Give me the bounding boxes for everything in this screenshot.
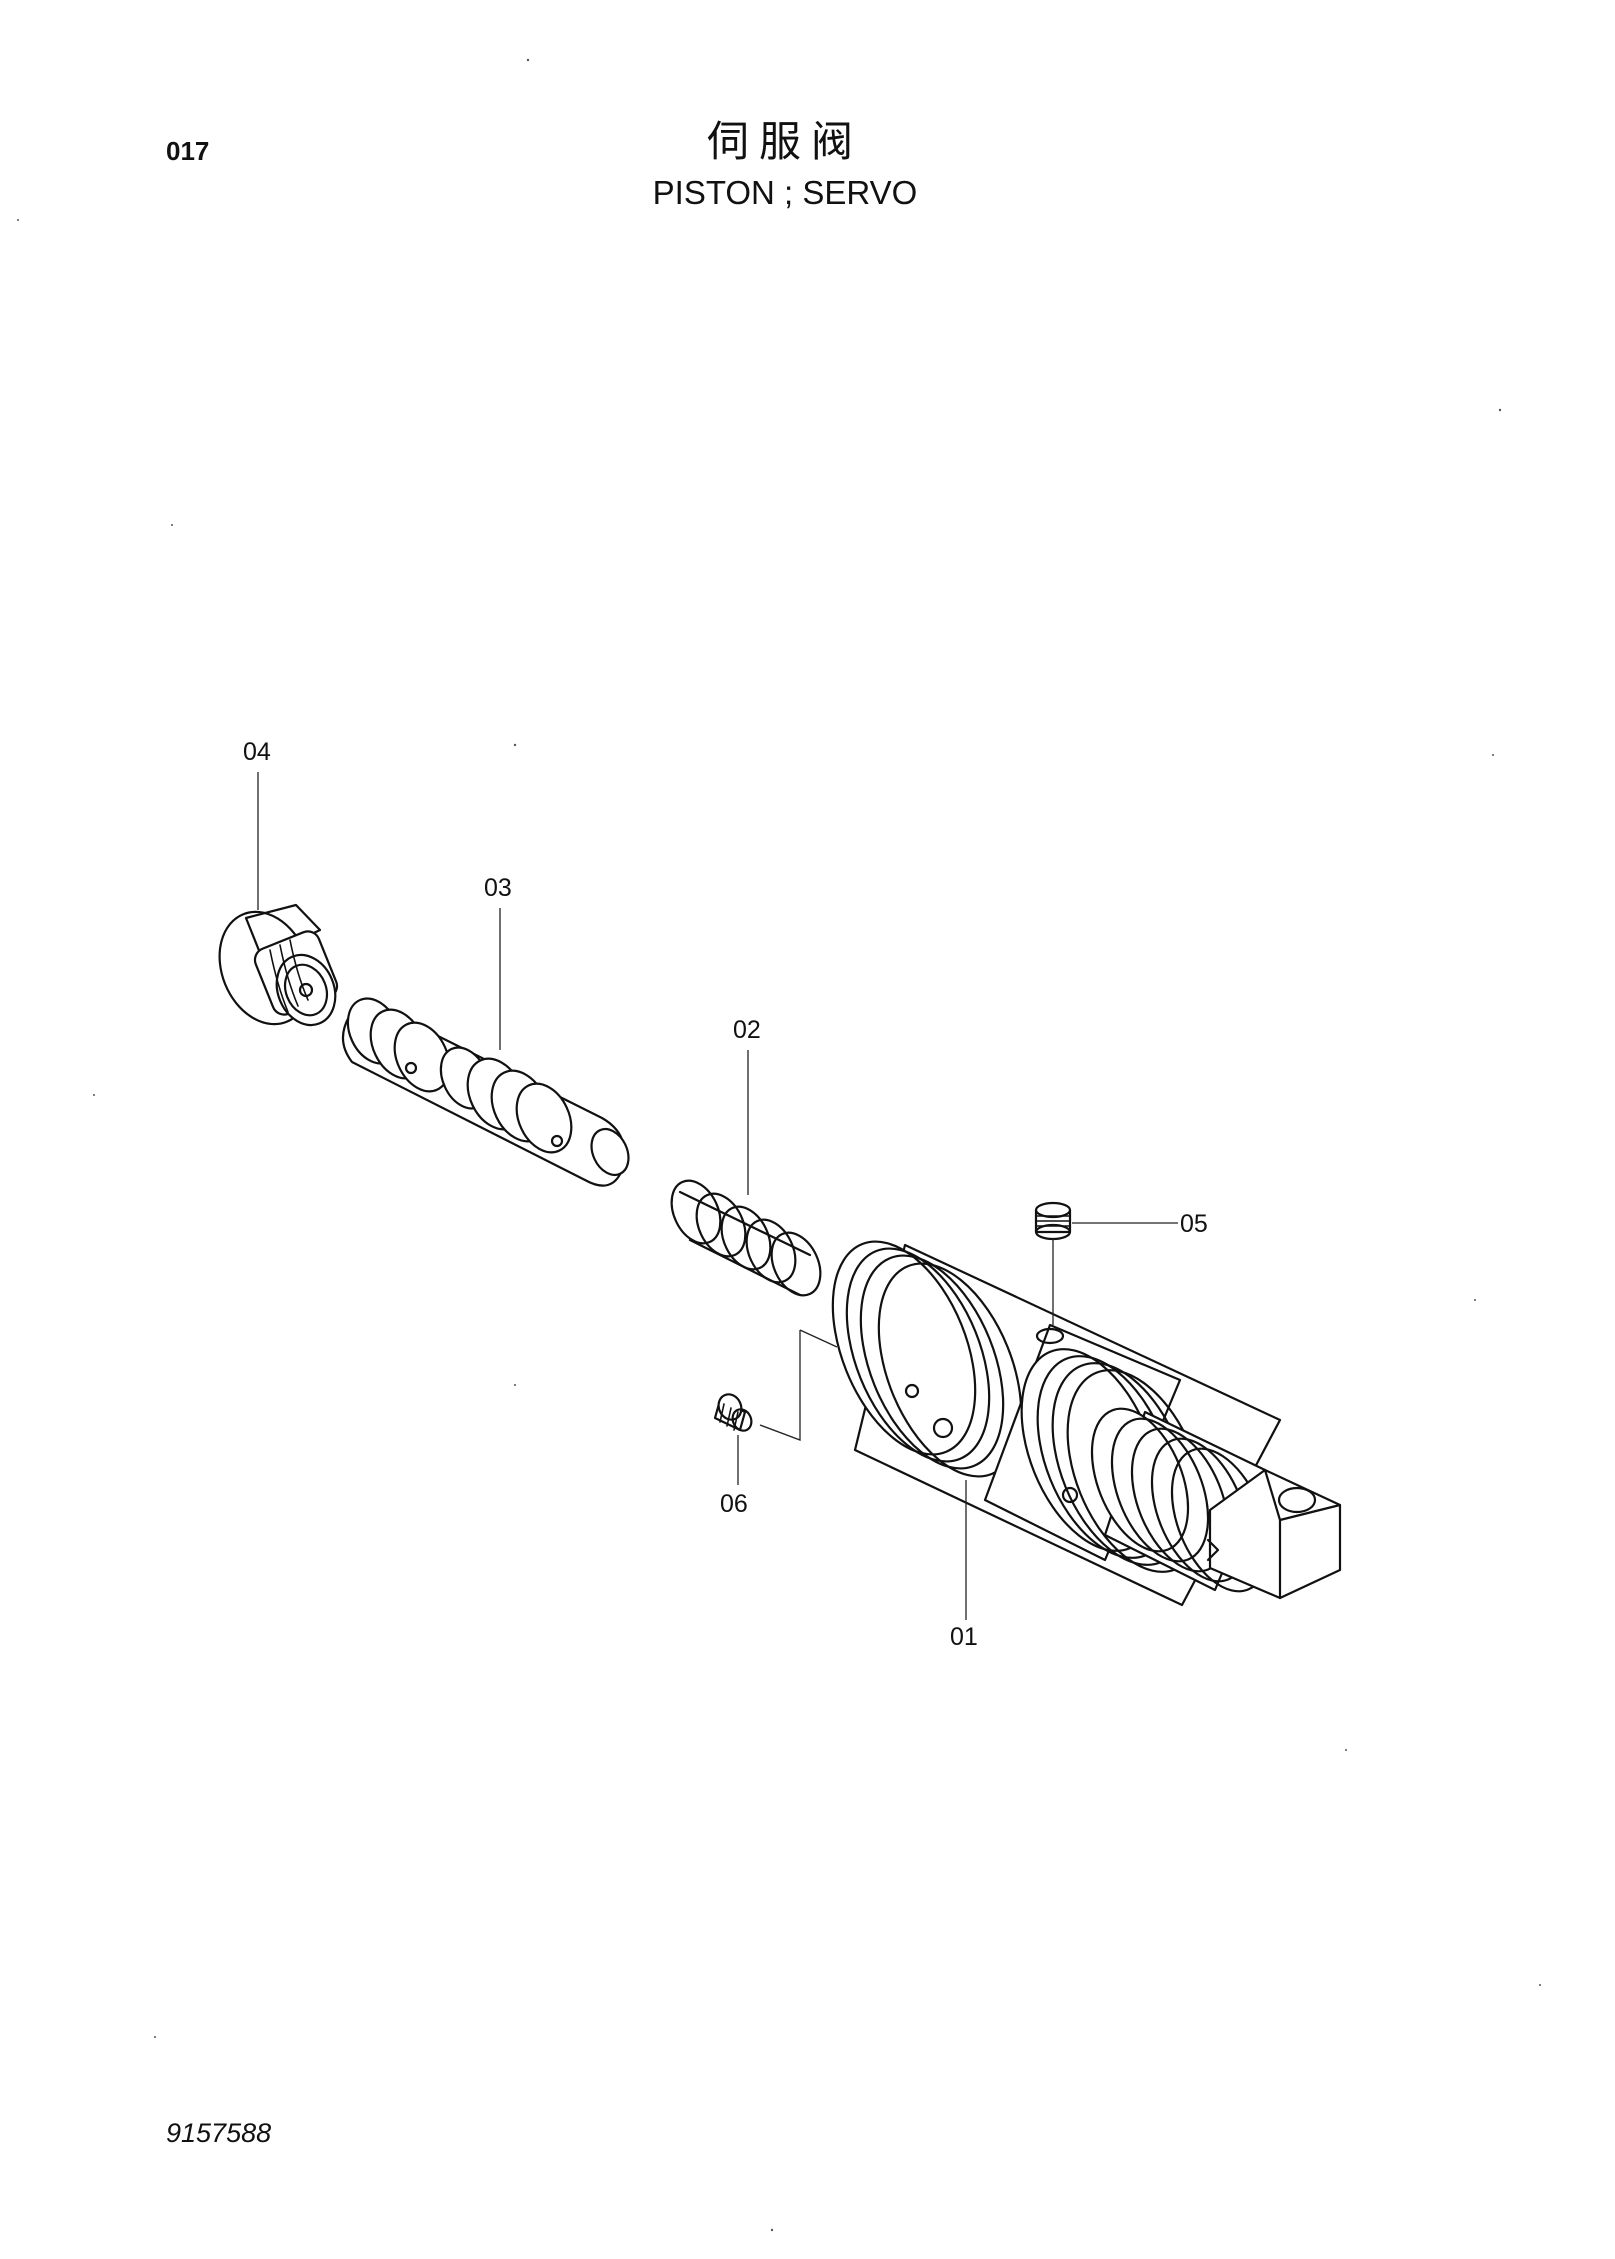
- scan-specks: [17, 58, 1541, 2232]
- svg-text:04: 04: [243, 738, 271, 766]
- callout-05: 05: [1072, 1210, 1208, 1238]
- svg-text:02: 02: [733, 1016, 761, 1044]
- part-01-piston-body: [831, 1240, 1342, 1607]
- part-03-spool: [341, 997, 630, 1187]
- callout-04: 04: [243, 738, 271, 910]
- svg-text:03: 03: [484, 874, 512, 902]
- part-02-spring: [670, 1179, 822, 1297]
- title-english: PISTON ; SERVO: [652, 174, 918, 211]
- page-number: 017: [166, 136, 210, 166]
- callout-06: 06: [720, 1435, 748, 1518]
- svg-text:01: 01: [950, 1623, 978, 1651]
- document-number: 9157588: [166, 2118, 272, 2148]
- callout-02: 02: [733, 1016, 761, 1195]
- part-05-set-screw: [1034, 1201, 1072, 1241]
- svg-text:05: 05: [1180, 1210, 1208, 1238]
- assembly-lines: [759, 1239, 1054, 1441]
- callout-03: 03: [484, 874, 512, 1050]
- title-chinese: 伺服阀: [706, 117, 863, 166]
- callout-01: 01: [950, 1480, 978, 1651]
- part-04-plug: [218, 903, 339, 1027]
- svg-text:06: 06: [720, 1490, 748, 1518]
- part-06-set-screw: [713, 1393, 753, 1432]
